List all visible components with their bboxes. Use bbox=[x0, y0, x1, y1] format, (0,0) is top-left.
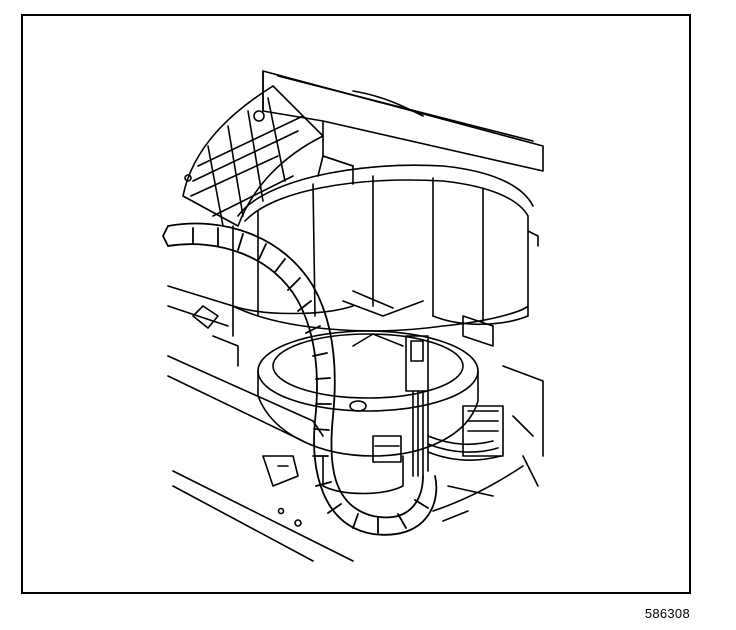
figure-code: 586308 bbox=[644, 606, 690, 621]
illustration-frame bbox=[21, 14, 691, 594]
wiring-harness bbox=[162, 222, 438, 536]
lower-panel bbox=[167, 285, 354, 562]
blower-wheel bbox=[232, 155, 539, 332]
right-panel bbox=[432, 315, 544, 522]
harness-connector bbox=[372, 335, 504, 477]
blower-motor bbox=[257, 290, 479, 495]
blower-motor-illustration bbox=[162, 70, 544, 562]
grille-housing bbox=[182, 85, 324, 227]
upper-duct bbox=[262, 70, 544, 172]
